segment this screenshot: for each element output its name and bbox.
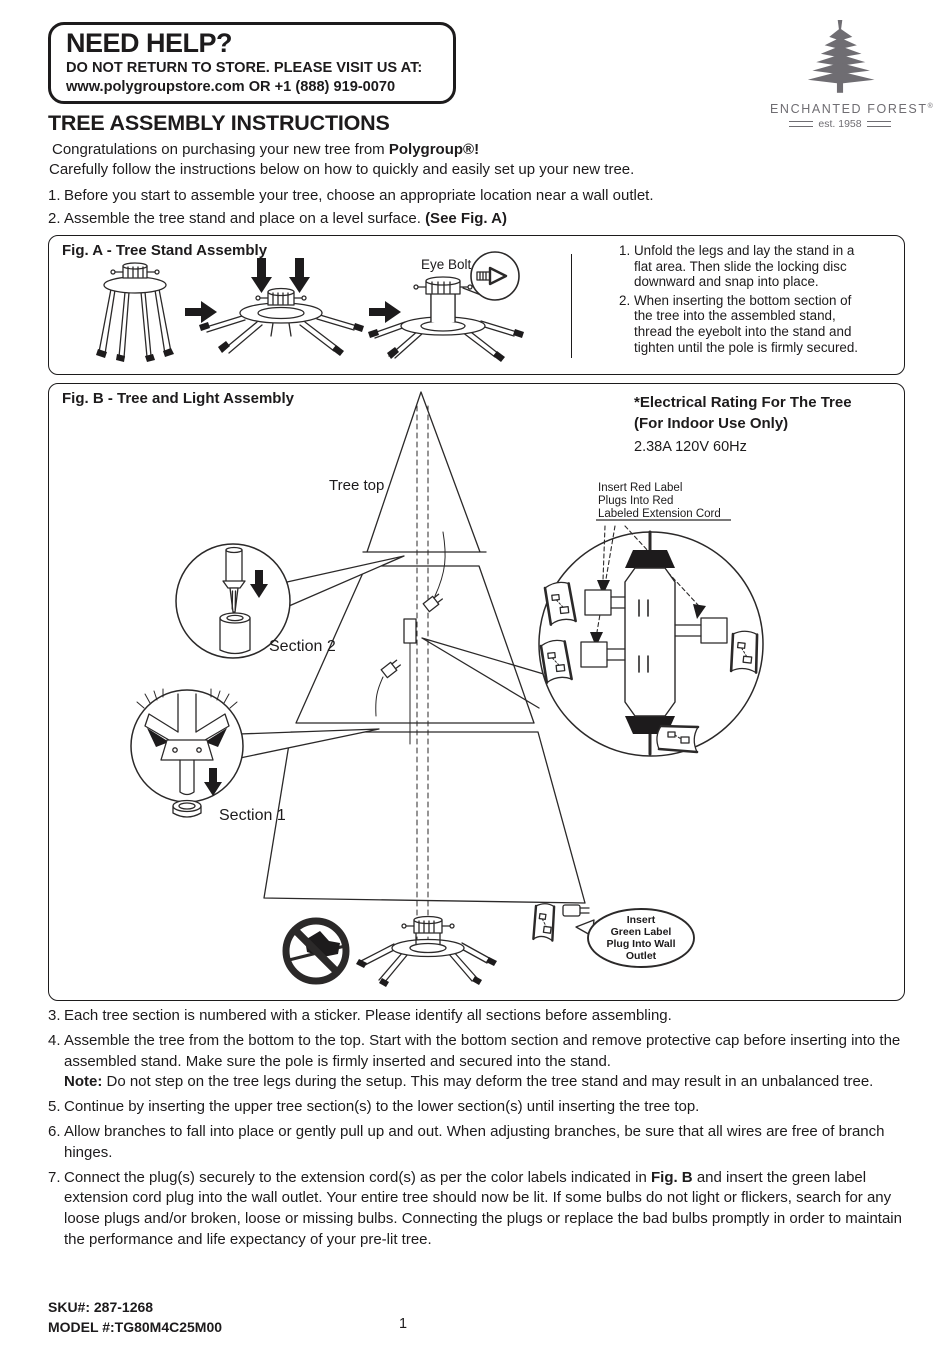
tree-section-2 — [295, 565, 535, 724]
light-wire — [434, 531, 446, 597]
sku-number: SKU#: 287-1268 — [48, 1299, 154, 1315]
stand-assembled-icon — [368, 251, 524, 362]
arrow-right-icon — [369, 301, 401, 323]
logo-brand-text: ENCHANTED FOREST® — [770, 102, 935, 117]
fig-a-divider — [571, 254, 572, 358]
step-1: 1.Before you start to assemble your tree… — [48, 187, 654, 204]
fig-b-box: Tree top Section 2 Section 1 Insert Red … — [48, 383, 905, 1001]
no-step-icon — [282, 917, 350, 985]
branch-hinge-callout — [130, 688, 380, 818]
step-4: 4. Assemble the tree from the bottom to … — [48, 1031, 910, 1093]
page-number: 1 — [399, 1316, 408, 1332]
tree-top-section — [362, 391, 487, 553]
red-label-note-3: Labeled Extension Cord — [598, 508, 721, 520]
red-label-tag — [656, 724, 700, 754]
section-sticker — [403, 618, 417, 644]
fig-b-title: Fig. B - Tree and Light Assembly — [62, 390, 294, 407]
pine-tree-logo-icon — [807, 19, 875, 93]
light-wire — [375, 676, 384, 717]
electrical-rating-line-1: *Electrical Rating For The Tree — [634, 394, 852, 411]
red-label-tag — [729, 630, 759, 674]
electrical-rating: *Electrical Rating For The Tree (For Ind… — [634, 392, 852, 458]
red-label-tag — [539, 639, 573, 684]
green-label-tag — [532, 903, 556, 942]
step-3: 3.Each tree section is numbered with a s… — [48, 1007, 672, 1024]
intro-line-2: Carefully follow the instructions below … — [49, 161, 635, 178]
help-website-phone: www.polygroupstore.com OR +1 (888) 919-0… — [66, 78, 396, 95]
fig-a-title: Fig. A - Tree Stand Assembly — [62, 242, 268, 259]
plug-icon — [380, 659, 401, 679]
assembly-steps: 3.Each tree section is numbered with a s… — [48, 1006, 910, 1255]
red-label-note-1: Insert Red Label — [598, 482, 682, 494]
arrow-right-icon — [185, 301, 217, 323]
step-7: 7. Connect the plug(s) securely to the e… — [48, 1168, 902, 1248]
green-plug-cord — [532, 903, 695, 968]
section-2-label: Section 2 — [269, 638, 336, 655]
fig-a-step-1: 1.Unfold the legs and lay the stand in a… — [619, 243, 855, 290]
fig-b-diagram: Tree top Section 2 Section 1 Insert Red … — [130, 391, 764, 987]
green-note-1: Insert — [627, 914, 656, 926]
arrow-down-icon — [250, 570, 268, 598]
tree-top-label: Tree top — [329, 477, 384, 494]
red-label-note-2: Plugs Into Red — [598, 495, 673, 507]
arrow-down-icon — [204, 768, 222, 796]
callout-pointer — [421, 637, 548, 709]
connector-plug — [700, 617, 728, 644]
stand-folded-icon — [96, 262, 174, 362]
green-note-3: Plug Into Wall — [606, 938, 675, 950]
help-line-1: DO NOT RETURN TO STORE. PLEASE VISIT US … — [66, 60, 423, 76]
arrow-down-icon — [251, 258, 272, 293]
model-number: MODEL #:TG80M4C25M00 — [48, 1319, 223, 1335]
connector-plug — [584, 589, 612, 616]
step-6: 6.Allow branches to fall into place or g… — [48, 1122, 885, 1161]
footer: SKU#: 287-1268 MODEL #:TG80M4C25M00 — [48, 1297, 222, 1337]
electrical-rating-line-2: (For Indoor Use Only) — [634, 415, 789, 432]
page-title: TREE ASSEMBLY INSTRUCTIONS — [48, 111, 390, 135]
fig-a-step-2: 2.When inserting the bottom section of t… — [619, 292, 859, 355]
arrow-down-icon — [289, 258, 310, 293]
enchanted-forest-logo: ENCHANTED FOREST® est. 1958 — [770, 12, 935, 130]
stand-unfolded-icon — [199, 258, 364, 356]
electrical-rating-value: 2.38A 120V 60Hz — [634, 439, 747, 455]
speech-bubble — [587, 908, 695, 968]
fig-a-box: Eye Bolt Fig. A - Tree Stand Assembly 1.… — [48, 235, 905, 375]
green-note-2: Green Label — [611, 926, 672, 938]
fig-a-instructions: 1.Unfold the legs and lay the stand in a… — [619, 243, 865, 358]
red-label-tag — [543, 581, 577, 626]
intro-line-1: Congratulations on purchasing your new t… — [52, 141, 480, 158]
logo-dash-right — [866, 121, 891, 128]
extension-cord-callout — [538, 525, 764, 757]
pole-joint-callout — [175, 543, 405, 659]
step-4-note: Note: Do not step on the tree legs durin… — [64, 1073, 874, 1091]
step-5: 5.Continue by inserting the upper tree s… — [48, 1098, 700, 1116]
plug-icon — [422, 593, 443, 613]
green-note-4: Outlet — [626, 950, 657, 962]
plug-icon — [562, 904, 581, 917]
step-2: 2. Assemble the tree stand and place on … — [48, 210, 508, 227]
tree-stand — [356, 915, 497, 987]
tree-section-1 — [263, 731, 586, 904]
logo-est-text: est. 1958 — [770, 118, 910, 130]
logo-dash-left — [789, 121, 814, 128]
connector-plug — [580, 641, 608, 668]
help-title: NEED HELP? — [66, 28, 233, 58]
eye-bolt-label: Eye Bolt — [421, 257, 472, 272]
fig-a-diagram: Eye Bolt — [96, 251, 524, 362]
need-help-box: NEED HELP? DO NOT RETURN TO STORE. PLEAS… — [48, 22, 456, 104]
eye-bolt-icon — [476, 266, 508, 286]
section-1-label: Section 1 — [219, 807, 286, 824]
